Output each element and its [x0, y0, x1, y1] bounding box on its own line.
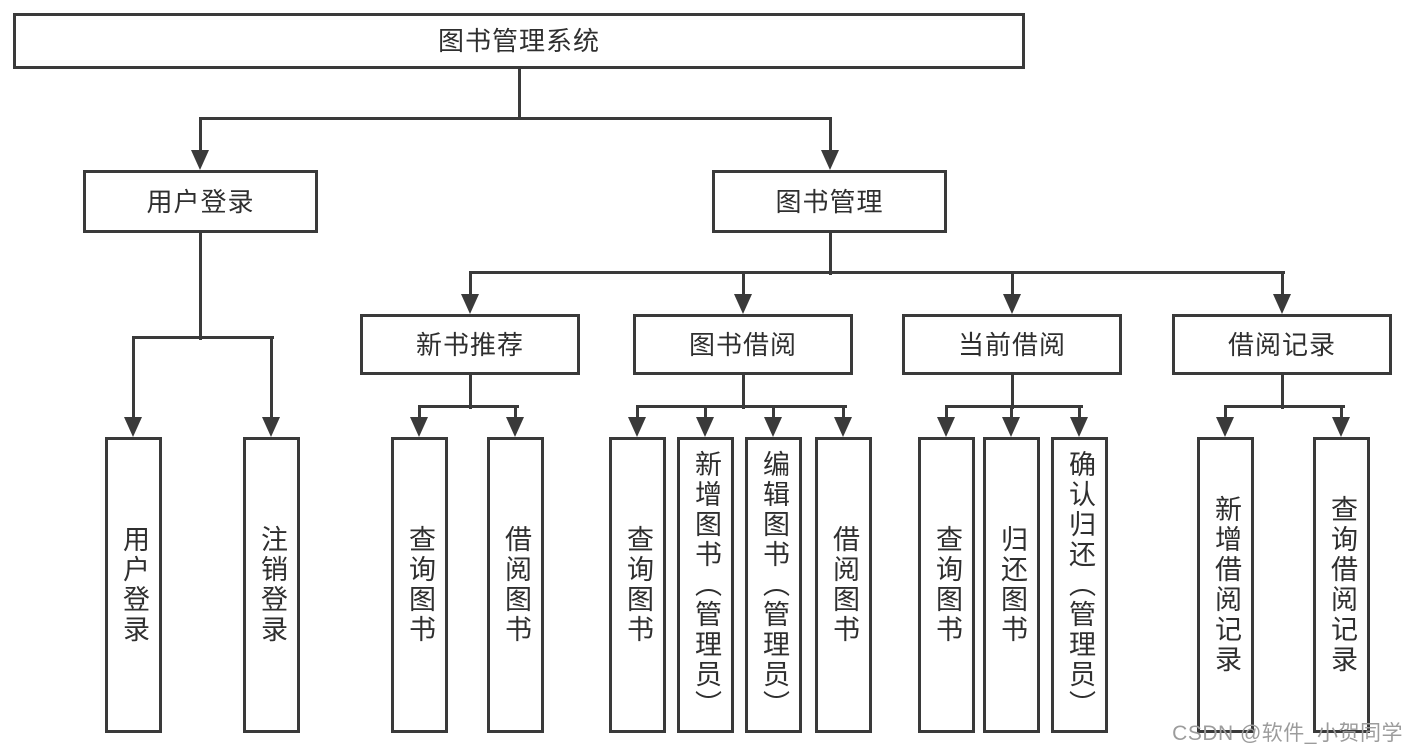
arrowhead-down-icon	[191, 150, 209, 170]
arrowhead-down-icon	[410, 417, 428, 437]
leaf-borrow-edit-book-admin: 编辑图书（管理员）	[745, 437, 802, 733]
connector-drop-line	[828, 118, 832, 154]
connector-bus-line	[1223, 404, 1345, 408]
leaf-newbooks-query-book: 查询图书	[391, 437, 448, 733]
arrowhead-down-icon	[1332, 417, 1350, 437]
leaf-user-login: 用户登录	[105, 437, 162, 733]
leaf-borrow-query-book: 查询图书	[609, 437, 666, 733]
node-user-login: 用户登录	[83, 170, 318, 233]
node-library-system-root: 图书管理系统	[13, 13, 1025, 69]
leaf-current-return-book: 归还图书	[983, 437, 1040, 733]
connector-bus-line	[198, 116, 832, 120]
arrowhead-down-icon	[506, 417, 524, 437]
leaf-newbooks-borrow-book: 借阅图书	[487, 437, 544, 733]
leaf-borrow-borrow-book: 借阅图书	[815, 437, 872, 733]
connector-drop-line	[841, 406, 845, 421]
connector-drop-line	[1280, 272, 1284, 298]
arrowhead-down-icon	[734, 294, 752, 314]
connector-stem-line	[517, 69, 521, 120]
leaf-current-confirm-return-admin: 确认归还（管理员）	[1051, 437, 1108, 733]
arrowhead-down-icon	[262, 417, 280, 437]
connector-drop-line	[417, 406, 421, 421]
connector-drop-line	[269, 337, 273, 421]
node-book-borrow: 图书借阅	[633, 314, 853, 375]
connector-drop-line	[703, 406, 707, 421]
connector-drop-line	[771, 406, 775, 421]
node-current-borrow: 当前借阅	[902, 314, 1122, 375]
connector-bus-line	[131, 335, 274, 339]
connector-drop-line	[1010, 272, 1014, 298]
arrowhead-down-icon	[124, 417, 142, 437]
arrowhead-down-icon	[1273, 294, 1291, 314]
connector-stem-line	[741, 375, 745, 409]
leaf-records-query-record: 查询借阅记录	[1313, 437, 1370, 733]
node-borrow-records: 借阅记录	[1172, 314, 1392, 375]
connector-drop-line	[741, 272, 745, 298]
connector-drop-line	[198, 118, 202, 154]
arrowhead-down-icon	[764, 417, 782, 437]
arrowhead-down-icon	[628, 417, 646, 437]
connector-drop-line	[131, 337, 135, 421]
arrowhead-down-icon	[1002, 417, 1020, 437]
connector-bus-line	[944, 404, 1083, 408]
arrowhead-down-icon	[834, 417, 852, 437]
connector-stem-line	[468, 375, 472, 409]
connector-drop-line	[1339, 406, 1343, 421]
arrowhead-down-icon	[1216, 417, 1234, 437]
connector-bus-line	[417, 404, 519, 408]
node-book-management: 图书管理	[712, 170, 947, 233]
connector-drop-line	[1223, 406, 1227, 421]
leaf-logout: 注销登录	[243, 437, 300, 733]
connector-drop-line	[635, 406, 639, 421]
arrowhead-down-icon	[696, 417, 714, 437]
connector-drop-line	[468, 272, 472, 298]
arrowhead-down-icon	[937, 417, 955, 437]
arrowhead-down-icon	[1003, 294, 1021, 314]
connector-bus-line	[468, 270, 1285, 274]
connector-drop-line	[513, 406, 517, 421]
connector-bus-line	[635, 404, 847, 408]
arrowhead-down-icon	[1070, 417, 1088, 437]
leaf-records-add-record: 新增借阅记录	[1197, 437, 1254, 733]
node-new-book-recommend: 新书推荐	[360, 314, 580, 375]
arrowhead-down-icon	[461, 294, 479, 314]
connector-stem-line	[198, 233, 202, 340]
connector-stem-line	[1280, 375, 1284, 409]
leaf-current-query-book: 查询图书	[918, 437, 975, 733]
connector-drop-line	[1077, 406, 1081, 421]
watermark: CSDN @软件_小贺同学	[1172, 722, 1403, 745]
connector-drop-line	[1009, 406, 1013, 421]
arrowhead-down-icon	[821, 150, 839, 170]
leaf-borrow-add-book-admin: 新增图书（管理员）	[677, 437, 734, 733]
connector-stem-line	[828, 233, 832, 275]
connector-drop-line	[944, 406, 948, 421]
connector-stem-line	[1010, 375, 1014, 409]
